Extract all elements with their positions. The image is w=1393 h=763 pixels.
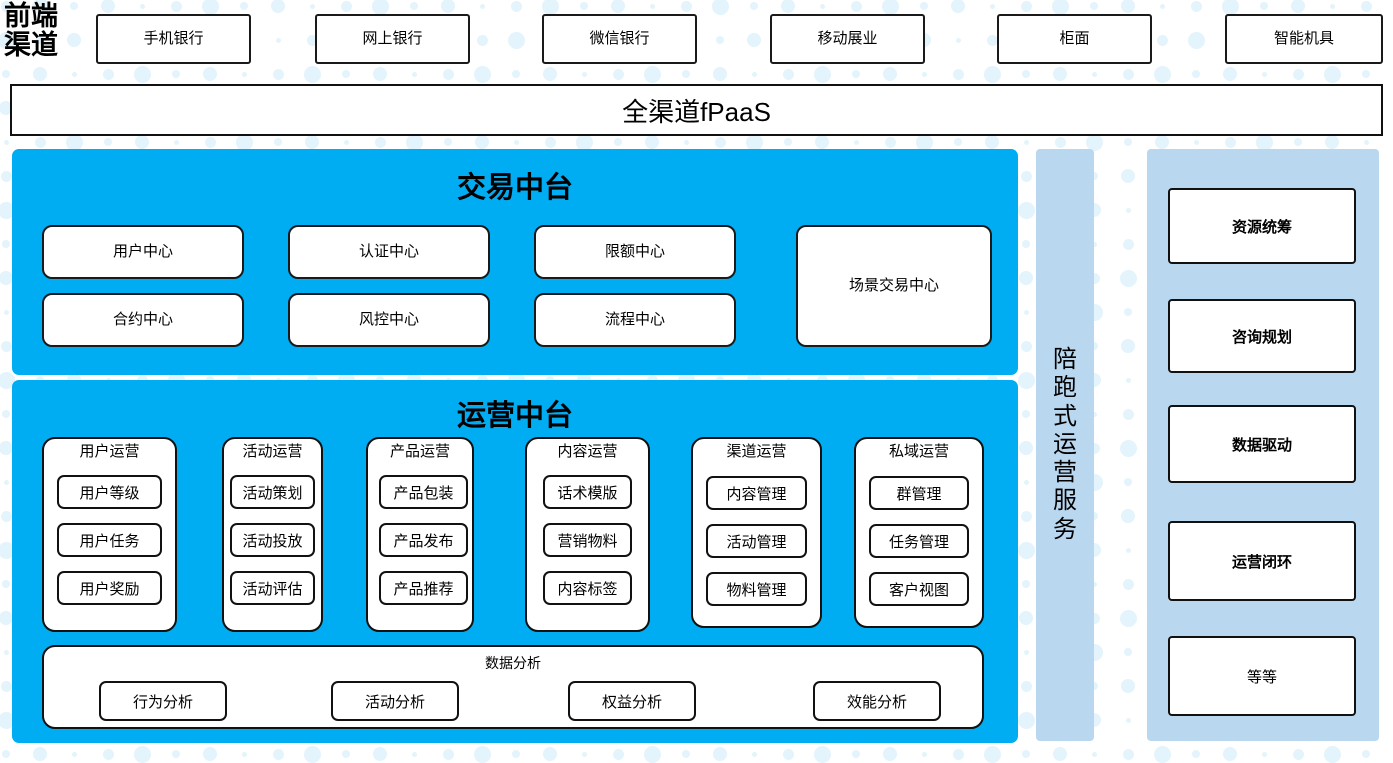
- data-analysis-item-label: 效能分析: [846, 693, 907, 711]
- op-item-user-task[interactable]: 用户任务: [57, 523, 162, 557]
- trade-box-label: 用户中心: [112, 243, 173, 260]
- trade-box-label: 流程中心: [604, 311, 665, 328]
- data-analysis-item-activity[interactable]: 活动分析: [331, 681, 459, 721]
- op-item-label: 内容管理: [726, 485, 787, 503]
- channel-box-mobile-exhibition[interactable]: 移动展业: [770, 14, 925, 64]
- data-analysis-item-label: 活动分析: [364, 693, 425, 711]
- op-item-label: 内容标签: [557, 580, 618, 598]
- data-analysis-item-label: 权益分析: [601, 693, 662, 711]
- service-box-label: 运营闭环: [1231, 553, 1292, 571]
- op-item-label: 用户任务: [79, 532, 140, 550]
- service-box-etc[interactable]: 等等: [1168, 636, 1356, 716]
- op-item-label: 用户等级: [79, 484, 140, 502]
- trade-box-scene-trade-center[interactable]: 场景交易中心: [796, 225, 992, 347]
- data-analysis-item-rights[interactable]: 权益分析: [568, 681, 696, 721]
- op-item-marketing-material[interactable]: 营销物料: [543, 523, 632, 557]
- op-item-group-management[interactable]: 群管理: [869, 476, 969, 510]
- op-item-label: 用户奖励: [79, 580, 140, 598]
- operation-center-title: 运营中台: [456, 400, 573, 432]
- op-item-label: 产品推荐: [393, 580, 454, 598]
- op-item-content-management[interactable]: 内容管理: [706, 476, 807, 510]
- op-item-label: 任务管理: [888, 533, 949, 551]
- channel-box-wechat-bank[interactable]: 微信银行: [542, 14, 697, 64]
- op-item-activity-delivery[interactable]: 活动投放: [230, 523, 315, 557]
- op-item-label: 产品发布: [393, 532, 454, 550]
- op-item-label: 活动评估: [242, 580, 303, 598]
- op-item-activity-management[interactable]: 活动管理: [706, 524, 807, 558]
- trade-box-label: 认证中心: [358, 243, 419, 260]
- data-analysis-item-efficiency[interactable]: 效能分析: [813, 681, 941, 721]
- front-channel-label-line1: 前端: [4, 1, 58, 31]
- op-column-head: 私域运营: [888, 443, 949, 460]
- op-item-material-management[interactable]: 物料管理: [706, 572, 807, 606]
- service-box-data-driven[interactable]: 数据驱动: [1168, 405, 1356, 483]
- op-item-product-release[interactable]: 产品发布: [379, 523, 468, 557]
- op-column-head: 活动运营: [242, 443, 303, 460]
- op-item-label: 物料管理: [726, 581, 787, 599]
- channel-box-counter[interactable]: 柜面: [997, 14, 1152, 64]
- op-item-product-packaging[interactable]: 产品包装: [379, 475, 468, 509]
- op-column-head: 内容运营: [557, 443, 618, 460]
- fpaas-title: 全渠道fPaaS: [622, 96, 771, 127]
- op-item-activity-planning[interactable]: 活动策划: [230, 475, 315, 509]
- trade-box-label: 合约中心: [112, 311, 173, 328]
- accompany-service-label: 陪跑式运营服务: [1036, 149, 1094, 741]
- op-item-label: 营销物料: [557, 532, 618, 550]
- op-column-head: 渠道运营: [726, 443, 787, 460]
- front-channel-label: 前端 渠道: [4, 1, 82, 61]
- op-item-activity-evaluation[interactable]: 活动评估: [230, 571, 315, 605]
- front-channel-label-line2: 渠道: [4, 30, 58, 61]
- omnichannel-fpaas-bar[interactable]: 全渠道fPaaS: [10, 84, 1383, 136]
- op-item-label: 群管理: [896, 485, 942, 503]
- channel-label: 智能机具: [1273, 30, 1334, 47]
- op-item-task-management[interactable]: 任务管理: [869, 524, 969, 558]
- op-item-label: 活动管理: [726, 533, 787, 551]
- channel-box-mobile-bank[interactable]: 手机银行: [96, 14, 251, 64]
- data-analysis-item-label: 行为分析: [132, 693, 193, 711]
- service-box-label: 资源统筹: [1231, 218, 1292, 236]
- trade-box-label: 风控中心: [358, 311, 419, 328]
- channel-label: 网上银行: [362, 30, 423, 47]
- accompany-service-label-text: 陪跑式运营服务: [1053, 345, 1077, 543]
- service-box-operation-closed-loop[interactable]: 运营闭环: [1168, 521, 1356, 601]
- data-analysis-item-behavior[interactable]: 行为分析: [99, 681, 227, 721]
- service-box-label: 等等: [1246, 668, 1277, 686]
- op-item-user-reward[interactable]: 用户奖励: [57, 571, 162, 605]
- op-item-user-level[interactable]: 用户等级: [57, 475, 162, 509]
- service-box-resource-coordination[interactable]: 资源统筹: [1168, 188, 1356, 264]
- op-column-head: 用户运营: [79, 443, 140, 460]
- trade-box-auth-center[interactable]: 认证中心: [288, 225, 490, 279]
- trade-box-user-center[interactable]: 用户中心: [42, 225, 244, 279]
- channel-label: 移动展业: [817, 30, 878, 47]
- channel-label: 手机银行: [143, 30, 204, 47]
- op-item-label: 产品包装: [393, 484, 454, 502]
- channel-label: 微信银行: [589, 30, 650, 47]
- op-item-label: 活动策划: [242, 484, 303, 502]
- trade-box-contract-center[interactable]: 合约中心: [42, 293, 244, 347]
- op-item-product-recommend[interactable]: 产品推荐: [379, 571, 468, 605]
- service-box-label: 数据驱动: [1231, 436, 1292, 454]
- op-item-label: 客户视图: [888, 581, 949, 599]
- channel-label: 柜面: [1059, 30, 1090, 47]
- trade-box-label: 限额中心: [604, 243, 665, 260]
- op-item-label: 活动投放: [242, 532, 303, 550]
- op-item-script-template[interactable]: 话术模版: [543, 475, 632, 509]
- service-box-consulting-planning[interactable]: 咨询规划: [1168, 299, 1356, 373]
- op-column-head: 产品运营: [389, 443, 450, 460]
- op-item-content-tag[interactable]: 内容标签: [543, 571, 632, 605]
- op-item-customer-view[interactable]: 客户视图: [869, 572, 969, 606]
- data-analysis-title: 数据分析: [485, 655, 541, 671]
- op-item-label: 话术模版: [557, 484, 618, 502]
- channel-box-smart-machine[interactable]: 智能机具: [1225, 14, 1383, 64]
- channel-box-internet-bank[interactable]: 网上银行: [315, 14, 470, 64]
- trade-box-label: 场景交易中心: [848, 277, 939, 294]
- trade-center-title: 交易中台: [456, 172, 573, 204]
- trade-box-limit-center[interactable]: 限额中心: [534, 225, 736, 279]
- service-box-label: 咨询规划: [1231, 328, 1292, 346]
- trade-box-process-center[interactable]: 流程中心: [534, 293, 736, 347]
- trade-box-risk-center[interactable]: 风控中心: [288, 293, 490, 347]
